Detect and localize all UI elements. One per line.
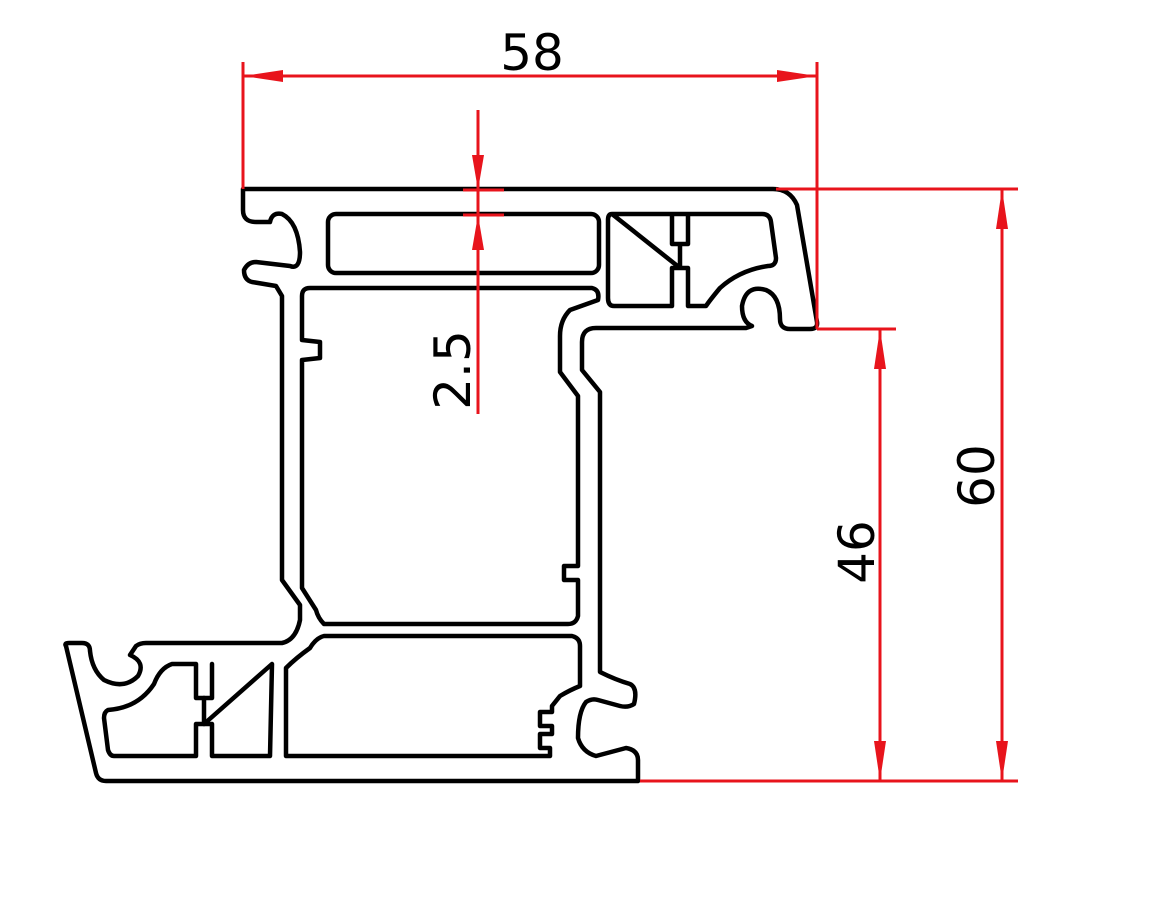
label-wall-thickness: 2.5 <box>424 330 482 410</box>
dim-wall-arrow-bottom <box>472 215 484 250</box>
label-height-total: 60 <box>948 444 1006 508</box>
chamber-bottom-left-inner <box>201 661 275 759</box>
dim-width-arrow-left <box>243 70 283 82</box>
dimension-labels: 58 2.5 46 60 <box>424 24 1006 584</box>
chamber-top-middle <box>325 211 602 276</box>
dimension-lines <box>241 62 1018 783</box>
chamber-top-right <box>605 211 779 309</box>
label-width-top: 58 <box>500 24 564 82</box>
dim-height-total-arrow-top <box>996 189 1008 229</box>
chamber-bottom-left <box>101 661 207 759</box>
dim-height-inner-arrow-top <box>874 329 886 369</box>
dim-height-inner-arrow-bottom <box>874 741 886 781</box>
dim-wall-arrow-top <box>472 155 484 190</box>
dim-width-arrow-right <box>777 70 817 82</box>
dim-height-total-arrow-bottom <box>996 741 1008 781</box>
profile-cross-section <box>63 186 820 784</box>
chamber-center <box>299 285 601 627</box>
chamber-bottom-middle <box>283 633 583 759</box>
label-height-inner: 46 <box>828 520 886 584</box>
profile-outer-contour <box>63 186 820 784</box>
